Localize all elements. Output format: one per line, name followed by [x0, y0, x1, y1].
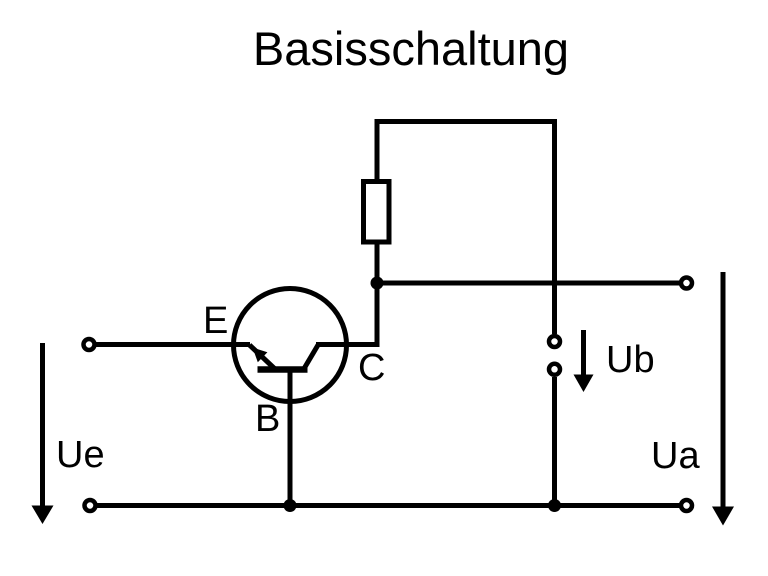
output-voltage-label: Ua — [651, 435, 700, 477]
top-supply-wire — [374, 119, 557, 334]
output-voltage-indicator: Ua — [651, 272, 734, 526]
output-arrow-head-icon — [712, 506, 734, 526]
transistor-emitter-arrow-icon — [252, 347, 268, 363]
input-arrow-head-icon — [31, 505, 54, 524]
output-terminal-top-icon — [678, 275, 695, 291]
collector-wire — [316, 283, 380, 347]
junction-dot-collector-node — [370, 276, 384, 290]
page-title: Basisschaltung — [253, 22, 569, 75]
output-terminal-bottom-icon — [678, 497, 695, 514]
collector-pin-label: C — [358, 347, 385, 389]
transistor-collector-slant — [301, 343, 321, 371]
supply-terminal-bottom-icon — [546, 361, 563, 378]
base-pin-label: B — [255, 398, 280, 440]
supply-voltage-indicator: Ub — [573, 330, 655, 392]
input-voltage-indicator: Ue — [31, 343, 105, 524]
supply-arrow-head-icon — [573, 374, 594, 392]
input-voltage-label: Ue — [56, 434, 105, 476]
junction-dot-base-ground — [283, 499, 297, 512]
resistor-box-icon — [361, 179, 392, 245]
emitter-pin-label: E — [203, 300, 228, 342]
junction-dot-supply-ground — [548, 499, 561, 512]
supply-voltage-label: Ub — [606, 339, 655, 381]
input-terminal-bottom-icon — [82, 497, 98, 514]
supply-terminal-top-icon — [546, 333, 563, 350]
input-terminal-top-icon — [81, 336, 97, 353]
